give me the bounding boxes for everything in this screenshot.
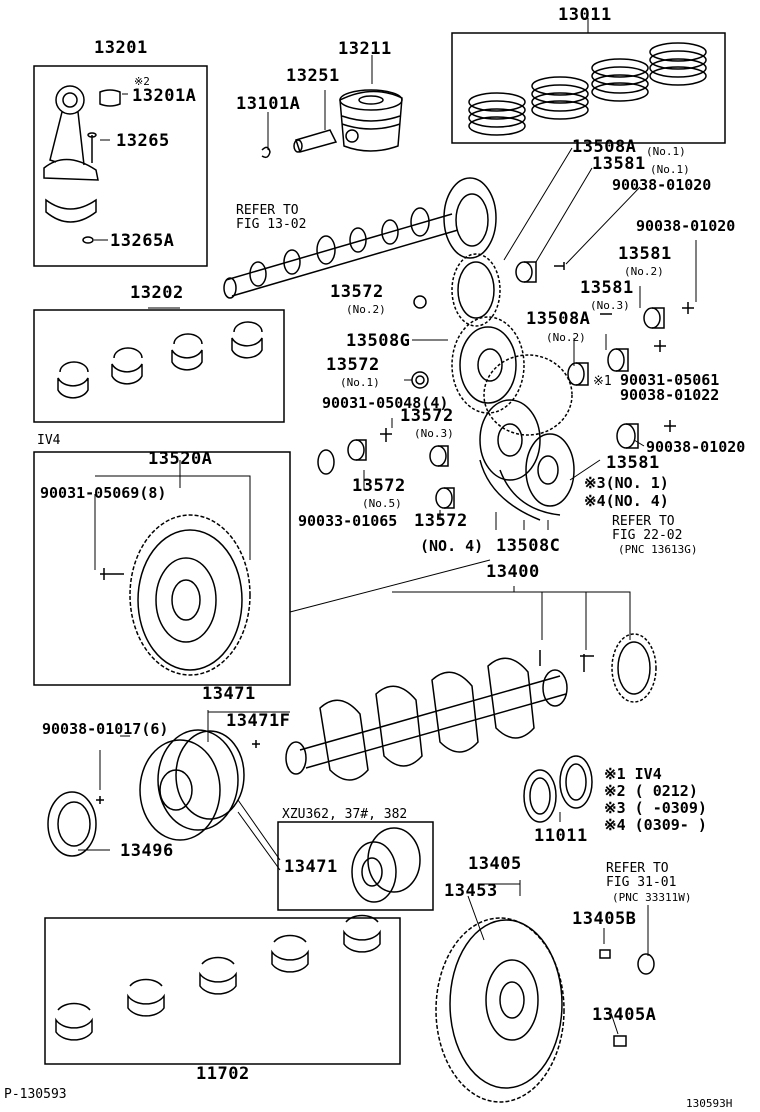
label-13581-no2: 13581 <box>618 244 672 264</box>
piston-rings <box>468 42 707 136</box>
label-90038-01022: 90038-01022 <box>620 386 720 404</box>
label-13581-no1-suffix: (No.1) <box>650 163 690 176</box>
label-13508g: 13508G <box>346 331 411 351</box>
label-90038-01020-a: 90038-01020 <box>612 176 712 194</box>
label-iv4: IV4 <box>37 433 61 448</box>
connecting-rod-box <box>33 65 208 267</box>
iv4-gear-box <box>33 451 291 686</box>
label-13581-no3: 13581 <box>580 278 634 298</box>
note-3-no1: ※3(NO. 1) <box>584 474 669 492</box>
label-13496: 13496 <box>120 841 174 861</box>
rod-bearings <box>57 321 263 399</box>
label-13202: 13202 <box>130 283 184 303</box>
label-90033-01065: 90033-01065 <box>298 512 398 530</box>
label-13211: 13211 <box>338 39 392 59</box>
label-13508a-no2-suffix: (No.2) <box>546 331 586 344</box>
label-13508a-no1-suffix: (No.1) <box>646 145 686 158</box>
legend-1: ※1 IV4 <box>604 765 662 783</box>
refer-fig22-line2: FIG 22-02 <box>612 528 683 543</box>
xzu-pulley <box>351 827 421 903</box>
label-13508a-no2: 13508A <box>526 309 591 329</box>
label-13581-no1: 13581 <box>592 154 646 174</box>
label-11011: 11011 <box>534 826 588 846</box>
piston-assembly <box>261 89 403 159</box>
label-13581-no3-suffix: (No.3) <box>590 299 630 312</box>
label-13581-no2-suffix: (No.2) <box>624 265 664 278</box>
label-90038-01020-b: 90038-01020 <box>636 217 736 235</box>
label-13572-no4-suffix: (NO. 4) <box>420 537 484 555</box>
label-13508c: 13508C <box>496 536 561 556</box>
legend-4: ※4 (0309- ) <box>604 816 707 834</box>
xzu-pulley-box <box>277 821 434 911</box>
refer-fig22-line1: REFER TO <box>612 514 675 529</box>
camshaft <box>223 177 497 299</box>
main-bearing-box <box>44 917 401 1065</box>
label-13011: 13011 <box>558 5 612 25</box>
note-1-marker: ※1 <box>593 374 612 389</box>
refer-fig31-line3: (PNC 33311W) <box>612 891 692 904</box>
label-90031-05048: 90031-05048(4) <box>322 394 449 412</box>
label-13572-no1: 13572 <box>326 355 380 375</box>
footer-figure-id: P-130593 <box>4 1087 67 1102</box>
refer-fig13-line2: FIG 13-02 <box>236 217 307 232</box>
label-13572-no3: 13572 <box>400 406 454 426</box>
label-90038-01020-c: 90038-01020 <box>646 438 746 456</box>
label-13201a: 13201A <box>132 86 197 106</box>
legend-3: ※3 ( -0309) <box>604 799 707 817</box>
label-13572-no2: 13572 <box>330 282 384 302</box>
label-13251: 13251 <box>286 66 340 86</box>
note-4-no4: ※4(NO. 4) <box>584 492 669 510</box>
label-13471: 13471 <box>202 684 256 704</box>
label-13520a: 13520A <box>148 449 213 469</box>
iv4-gear <box>100 514 251 676</box>
label-13581-no4: 13581 <box>606 453 660 473</box>
refer-fig31-line2: FIG 31-01 <box>606 875 677 890</box>
leader-lines <box>78 18 697 1035</box>
label-90038-01017: 90038-01017(6) <box>42 720 169 738</box>
label-13471-xzu: 13471 <box>284 857 338 877</box>
label-13572-no1-suffix: (No.1) <box>340 376 380 389</box>
crank-pulley <box>47 729 245 857</box>
label-13572-no5: 13572 <box>352 476 406 496</box>
label-90031-05069: 90031-05069(8) <box>40 484 167 502</box>
label-13572-no2-suffix: (No.2) <box>346 303 386 316</box>
label-13265a: 13265A <box>110 231 175 251</box>
rod-bearing-box <box>33 309 285 423</box>
label-13265: 13265 <box>116 131 170 151</box>
label-13471f: 13471F <box>226 711 291 731</box>
connecting-rod <box>43 85 121 244</box>
xzu-note: XZU362, 37#, 382 <box>282 807 408 822</box>
thrust-washers <box>523 755 593 823</box>
refer-fig13-line1: REFER TO <box>236 203 299 218</box>
timing-gears <box>451 253 575 521</box>
flywheel <box>435 917 655 1103</box>
label-13101a: 13101A <box>236 94 301 114</box>
label-13405: 13405 <box>468 854 522 874</box>
label-13572-no5-suffix: (No.5) <box>362 497 402 510</box>
label-13400: 13400 <box>486 562 540 582</box>
refer-fig31-line1: REFER TO <box>606 861 669 876</box>
label-13572-no4: 13572 <box>414 511 468 531</box>
label-13572-no3-suffix: (No.3) <box>414 427 454 440</box>
label-13508a-no1: 13508A <box>572 137 637 157</box>
label-13405a: 13405A <box>592 1005 657 1025</box>
crankshaft <box>252 633 657 781</box>
footer-drawing-id: 130593H <box>686 1097 733 1110</box>
label-90031-05061: 90031-05061 <box>620 371 720 389</box>
bushings <box>317 261 694 509</box>
legend-2: ※2 ( 0212) <box>604 782 698 800</box>
label-13201: 13201 <box>94 38 148 58</box>
main-bearings <box>55 914 381 1041</box>
note-2-marker: ※2 <box>134 75 150 88</box>
label-11702: 11702 <box>196 1064 250 1084</box>
refer-fig22-line3: (PNC 13613G) <box>618 543 698 556</box>
label-13453: 13453 <box>444 881 498 901</box>
label-13405b: 13405B <box>572 909 637 929</box>
